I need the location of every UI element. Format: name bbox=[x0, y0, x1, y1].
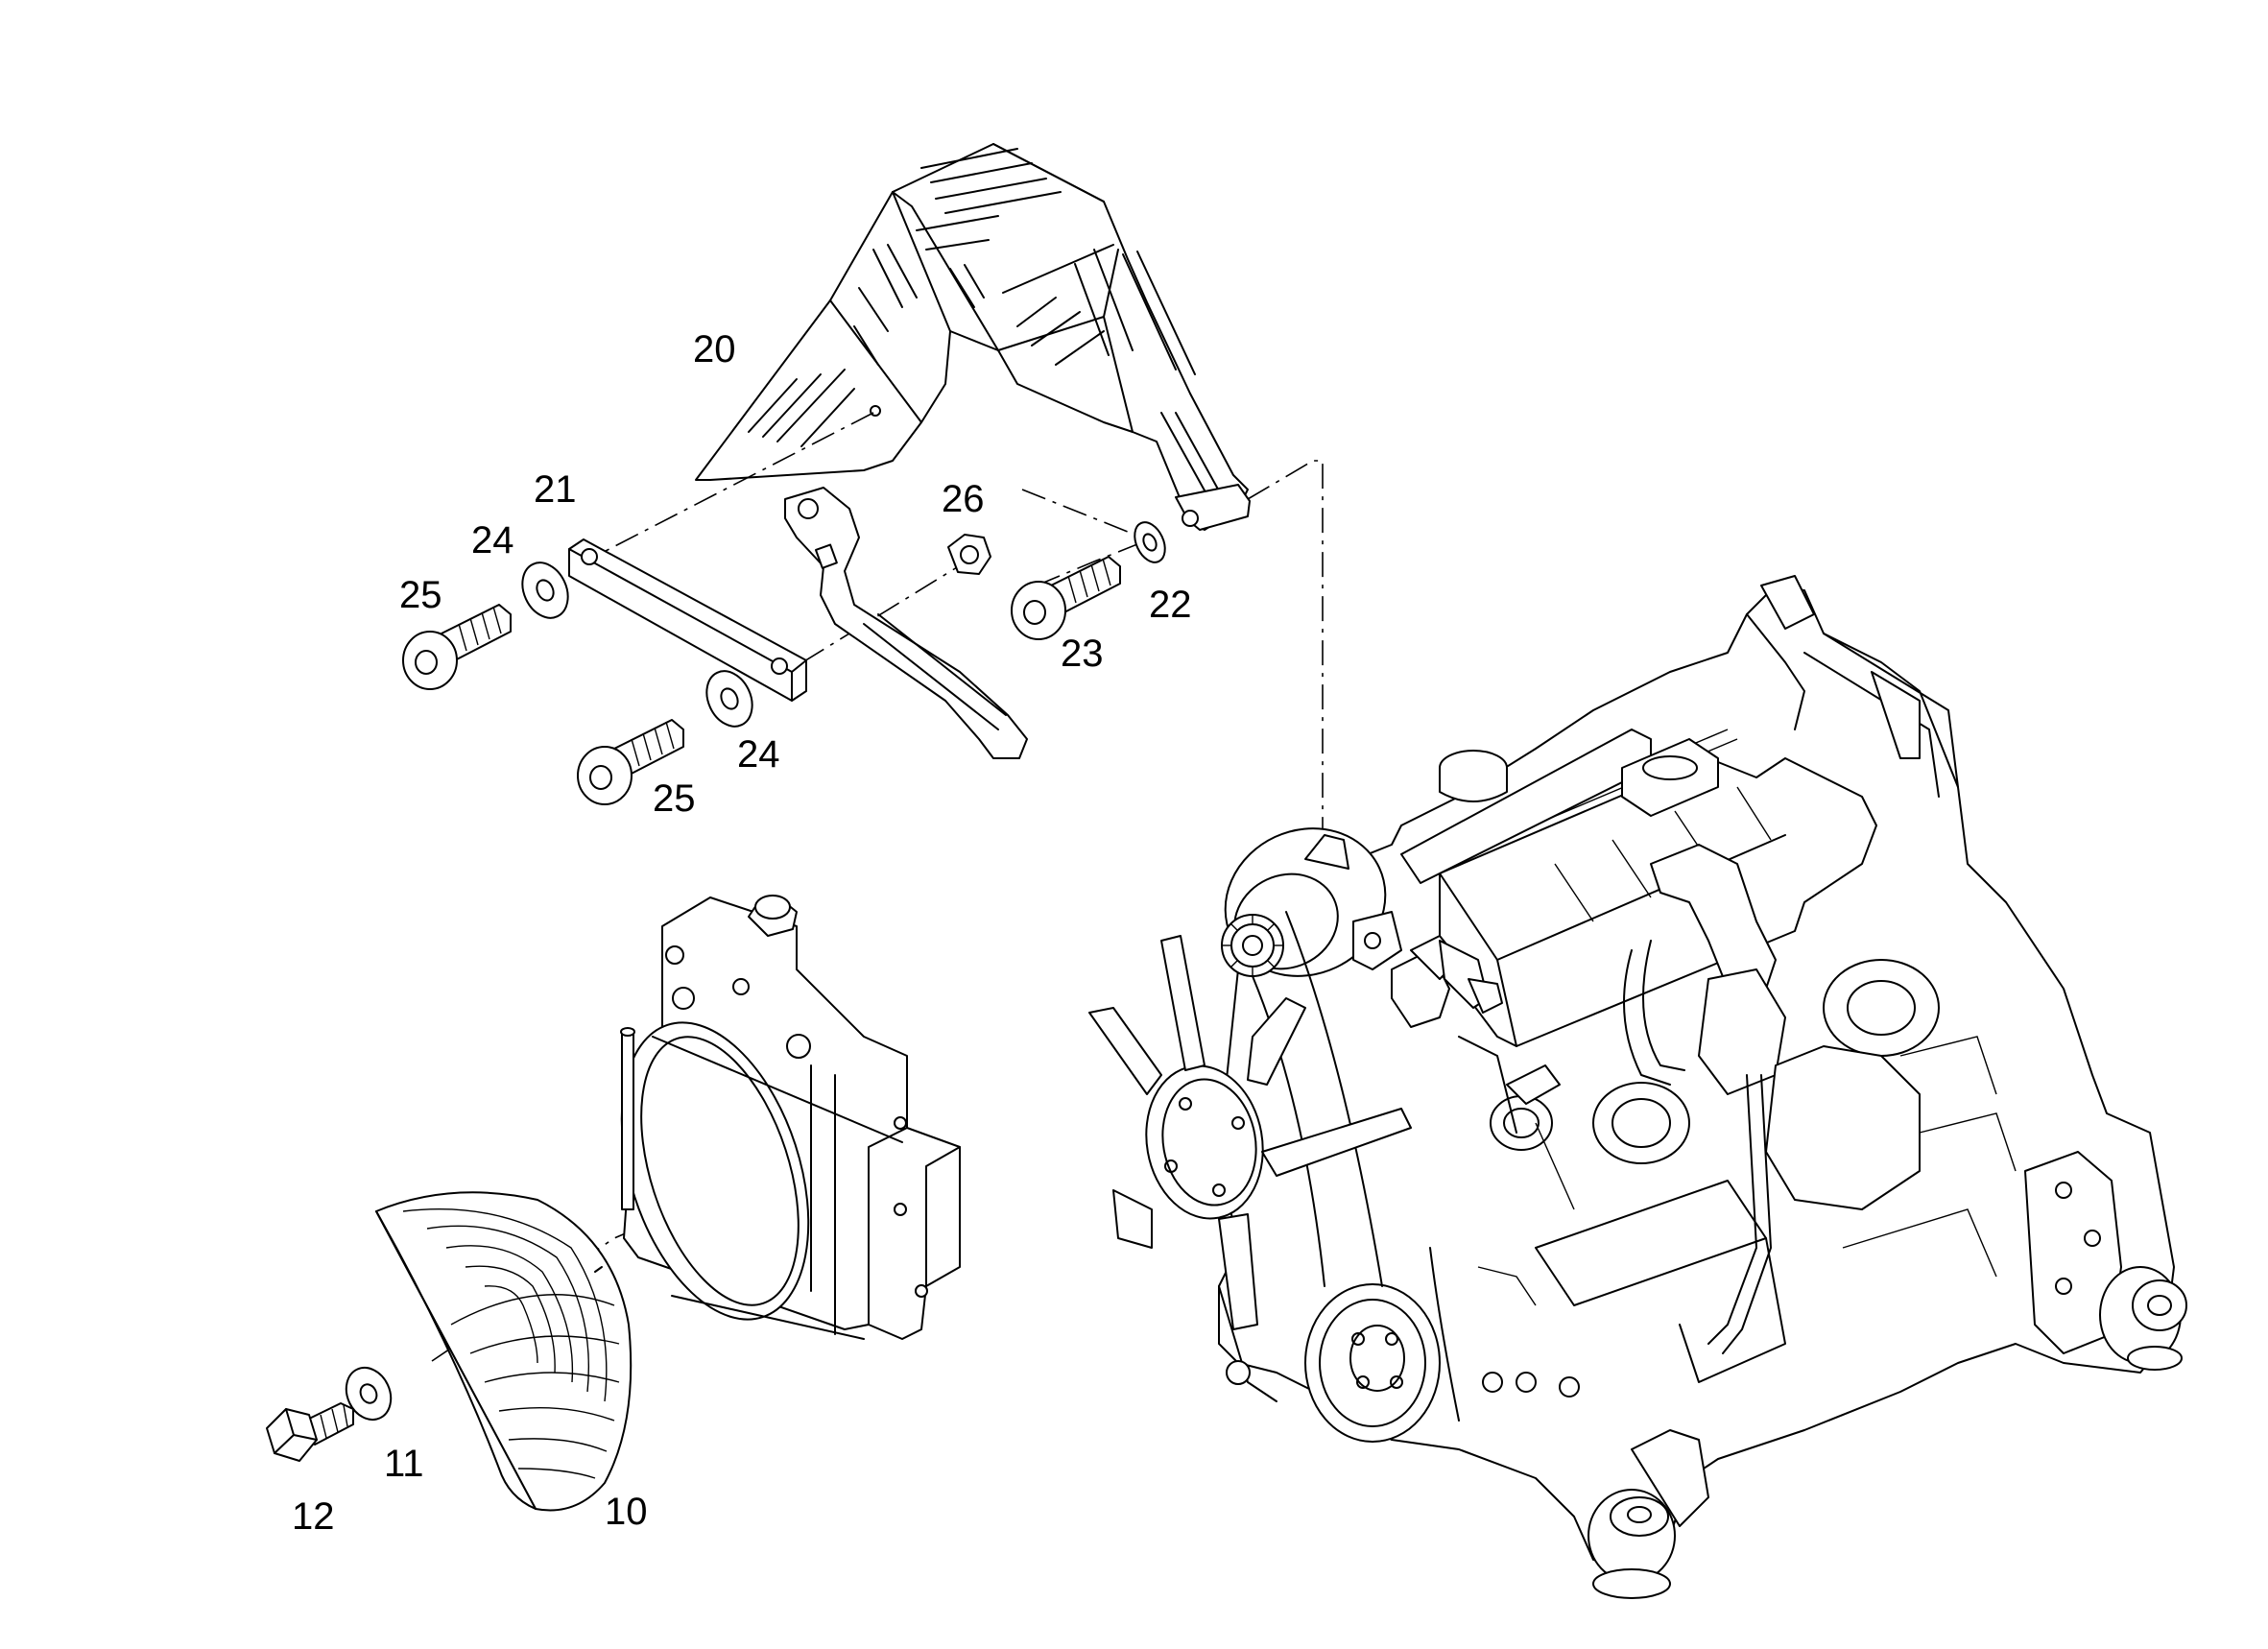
belt-guard-part bbox=[696, 144, 1250, 530]
nut-part bbox=[948, 535, 991, 574]
callout-23: 23 bbox=[1061, 633, 1104, 675]
tension-arm-part bbox=[785, 488, 1027, 758]
callout-24-upper: 24 bbox=[471, 519, 514, 562]
callout-22: 22 bbox=[1149, 584, 1192, 626]
callout-25-upper: 25 bbox=[399, 574, 442, 616]
flat-bar-bracket-part bbox=[569, 539, 806, 701]
fan-shroud-part bbox=[587, 896, 960, 1343]
callout-11: 11 bbox=[384, 1443, 424, 1485]
callout-26: 26 bbox=[942, 478, 985, 520]
callout-21: 21 bbox=[534, 468, 577, 511]
washer-parts bbox=[338, 517, 1171, 1427]
callout-20: 20 bbox=[693, 328, 736, 370]
fan-pin-mark bbox=[595, 1267, 602, 1272]
screw-parts bbox=[267, 557, 1120, 1461]
engine-assembly bbox=[1089, 576, 2186, 1598]
callout-10: 10 bbox=[605, 1491, 648, 1533]
callout-12: 12 bbox=[292, 1495, 335, 1538]
callout-25-lower: 25 bbox=[653, 777, 696, 820]
callout-24-lower: 24 bbox=[737, 733, 780, 776]
cooling-fan-part bbox=[376, 1192, 631, 1510]
